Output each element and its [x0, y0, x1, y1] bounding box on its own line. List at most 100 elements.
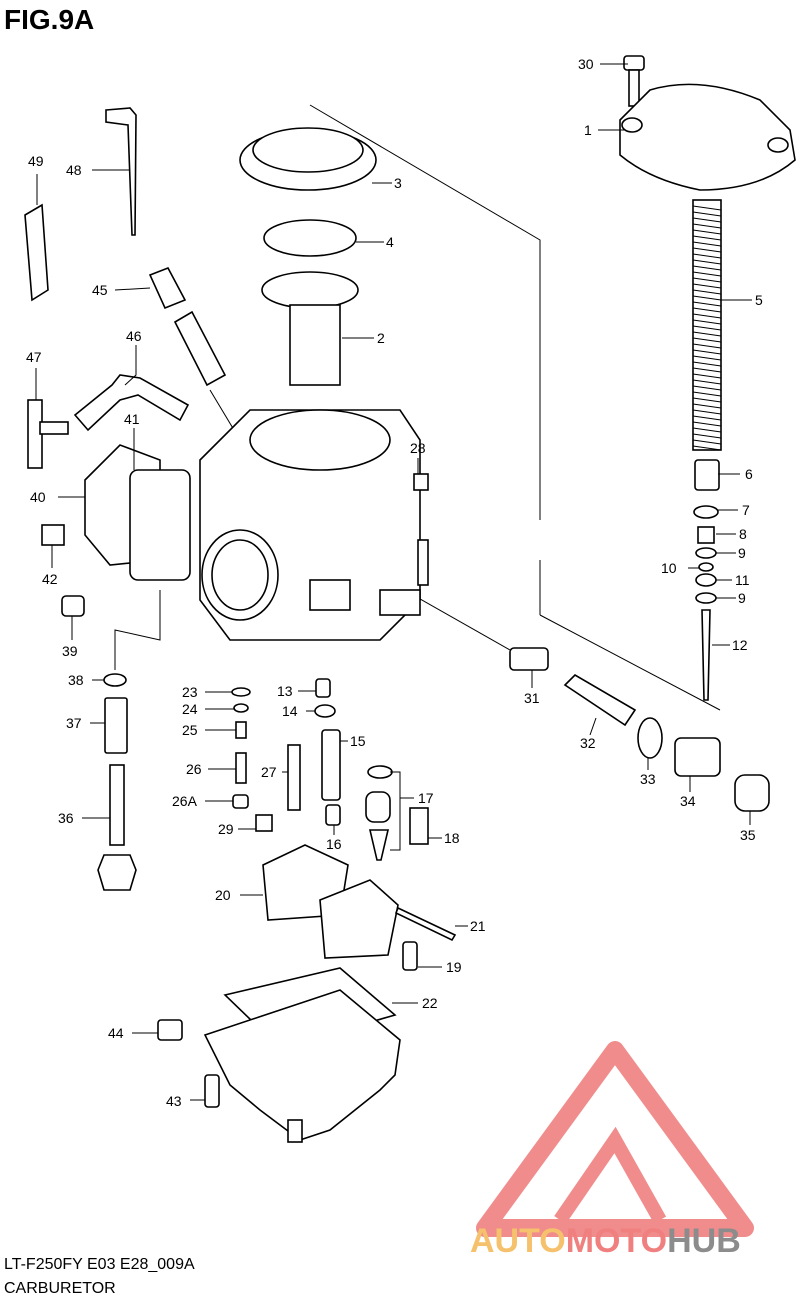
part-38-washer [103, 673, 127, 687]
carburetor-body [199, 409, 421, 641]
callout-21: 21 [470, 918, 486, 934]
callout-31: 31 [524, 690, 540, 706]
callout-41: 41 [124, 411, 140, 427]
callout-35: 35 [740, 827, 756, 843]
spring-coil [692, 397, 722, 403]
spring-coil [692, 337, 722, 343]
callout-7: 7 [742, 502, 750, 518]
spring-coil [692, 367, 722, 373]
callout-23: 23 [182, 684, 198, 700]
callout-16: 16 [326, 836, 342, 852]
section-name: CARBURETOR [4, 1280, 116, 1297]
spring-coil [692, 319, 722, 325]
parts-7-to-11-washers [693, 505, 719, 604]
spring-coil [692, 415, 722, 421]
part-39-cap [61, 595, 85, 617]
callout-14: 14 [282, 703, 298, 719]
watermark-logo [476, 1041, 754, 1237]
callout-26a: 26A [172, 793, 198, 809]
watermark-moto: MOTO [565, 1222, 668, 1260]
part-35-cap [734, 774, 770, 812]
part-44-drain-screw [157, 1019, 183, 1041]
spring-coil [692, 331, 722, 337]
callout-13: 13 [277, 683, 293, 699]
callout-27: 27 [261, 764, 277, 780]
part-1-top-cover [619, 83, 796, 191]
callout-40: 40 [30, 489, 46, 505]
spring-coil [692, 379, 722, 385]
spring-coil [692, 403, 722, 409]
callout-2: 2 [377, 330, 385, 346]
part-45-hose [148, 266, 227, 387]
spring-coil [692, 307, 722, 313]
spring-coil [692, 313, 722, 319]
part-2-piston [261, 271, 359, 386]
watermark-auto: AUTO [470, 1222, 566, 1260]
part-37-spring [104, 697, 128, 754]
leader-lines [35, 63, 752, 1101]
callout-11: 11 [735, 572, 750, 588]
spring-coil [692, 217, 722, 223]
spring-coil [692, 295, 722, 301]
callout-22: 22 [422, 995, 438, 1011]
part-3-diaphragm [239, 127, 377, 191]
callout-17: 17 [418, 790, 434, 806]
part-6-needle-retainer [694, 459, 720, 491]
spring-coil [692, 229, 722, 235]
callout-19: 19 [446, 959, 462, 975]
spring-coil [692, 205, 722, 211]
callout-44: 44 [108, 1025, 124, 1041]
callout-10: 10 [661, 560, 677, 576]
jets-group [231, 473, 429, 861]
part-42-screw [41, 524, 65, 546]
callout-5: 5 [755, 292, 763, 308]
part-48-clamp [105, 107, 137, 236]
callout-12: 12 [732, 637, 748, 653]
spring-coil [692, 385, 722, 391]
spring-coil [692, 427, 722, 433]
callout-38: 38 [68, 672, 84, 688]
callout-30: 30 [578, 56, 594, 72]
spring-coil [692, 289, 722, 295]
spring-coil [692, 247, 722, 253]
callout-45: 45 [92, 282, 108, 298]
part-41-adaptor [129, 469, 191, 581]
callout-20: 20 [215, 887, 231, 903]
callout-47: 47 [26, 349, 42, 365]
spring-coil [692, 391, 722, 397]
callout-4: 4 [386, 234, 394, 250]
spring-coil [692, 283, 722, 289]
part-46-hose [73, 374, 190, 432]
model-code: LT-F250FY E03 E28_009A [4, 1256, 195, 1273]
callout-15: 15 [350, 733, 366, 749]
callout-6: 6 [745, 466, 753, 482]
spring-coil [692, 271, 722, 277]
part-30-screw [623, 55, 645, 107]
callout-24: 24 [182, 701, 198, 717]
part-19-screw [402, 941, 418, 971]
callout-36: 36 [58, 810, 74, 826]
spring-coil [692, 259, 722, 265]
spring-coil [692, 445, 722, 451]
spring-coil [692, 439, 722, 445]
spring-coil [692, 349, 722, 355]
part-32-spring [563, 673, 637, 727]
assembly-guide-lines [114, 104, 721, 711]
watermark-hub: HUB [667, 1222, 741, 1260]
spring-coil [692, 301, 722, 307]
callout-42: 42 [42, 571, 58, 587]
spring-coil [692, 343, 722, 349]
callout-25: 25 [182, 722, 198, 738]
callout-28: 28 [410, 440, 426, 456]
part-5-spring [692, 199, 722, 451]
callout-9a: 9 [738, 545, 746, 561]
part-21-pin [394, 906, 457, 942]
part-34-nut [674, 737, 721, 777]
callout-3: 3 [394, 175, 402, 191]
spring-coil [692, 265, 722, 271]
watermark-text: AUTOMOTOHUB [470, 1222, 741, 1261]
callout-46: 46 [126, 328, 142, 344]
spring-coil [692, 211, 722, 217]
spring-coil [692, 241, 722, 247]
